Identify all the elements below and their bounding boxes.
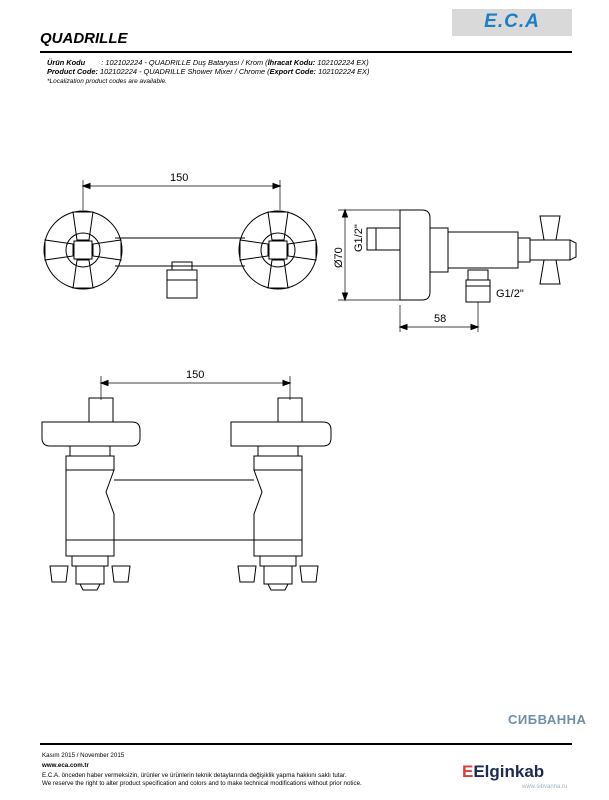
footer-notice-tr: E.C.A. önceden haber vermeksizin, ürünle…: [42, 772, 347, 779]
watermark-sibvanna: СИБВАННА: [508, 712, 587, 727]
footer-date: Kasım 2015 / November 2015: [42, 752, 125, 759]
export-code-tr: 102102224 EX): [315, 58, 369, 67]
localization-note: *Localization product codes are availabl…: [47, 78, 167, 85]
product-code-en: Product Code: 102102224 - QUADRILLE Show…: [47, 67, 369, 76]
dim-side-diameter: Ø70: [333, 247, 345, 268]
label-tr: Ürün Kodu: [47, 58, 86, 67]
watermark-brand: EElginkab: [462, 762, 544, 782]
page-title: QUADRILLE: [40, 30, 128, 47]
code-en: 102102224 - QUADRILLE Shower Mixer / Chr…: [97, 67, 270, 76]
product-code-tr: Ürün Kodu : 102102224 - QUADRILLE Duş Ba…: [47, 58, 369, 67]
code-tr: : 102102224 - QUADRILLE Duş Bataryası / …: [101, 58, 268, 67]
top-view: 150: [43, 172, 318, 299]
footer-url[interactable]: www.eca.com.tr: [42, 762, 89, 769]
title-divider: [40, 51, 572, 53]
dim-side-depth: 58: [434, 313, 446, 325]
dim-front-width: 150: [186, 369, 204, 381]
dim-top-width: 150: [170, 172, 188, 184]
export-label-tr: İhracat Kodu:: [267, 58, 316, 67]
brand-e: E: [462, 762, 474, 781]
brand-rest: Elginkab: [473, 762, 545, 781]
export-code-en: 102102224 EX): [316, 67, 370, 76]
footer-divider: [40, 743, 572, 745]
side-view: Ø70 G1/2" G1/2" 58: [333, 208, 577, 332]
eca-logo: E.C.A: [452, 9, 572, 36]
dim-side-thread-bottom: G1/2": [496, 288, 524, 300]
label-en: Product Code:: [47, 67, 98, 76]
footer-notice-en: We reserve the right to alter product sp…: [42, 780, 362, 787]
front-view: 150: [41, 369, 332, 591]
dim-side-thread-top: G1/2": [353, 224, 365, 252]
export-label-en: Export Code:: [269, 67, 317, 76]
watermark-url: www.sibvanna.ru: [522, 784, 568, 790]
logo-text: E.C.A: [484, 11, 540, 32]
